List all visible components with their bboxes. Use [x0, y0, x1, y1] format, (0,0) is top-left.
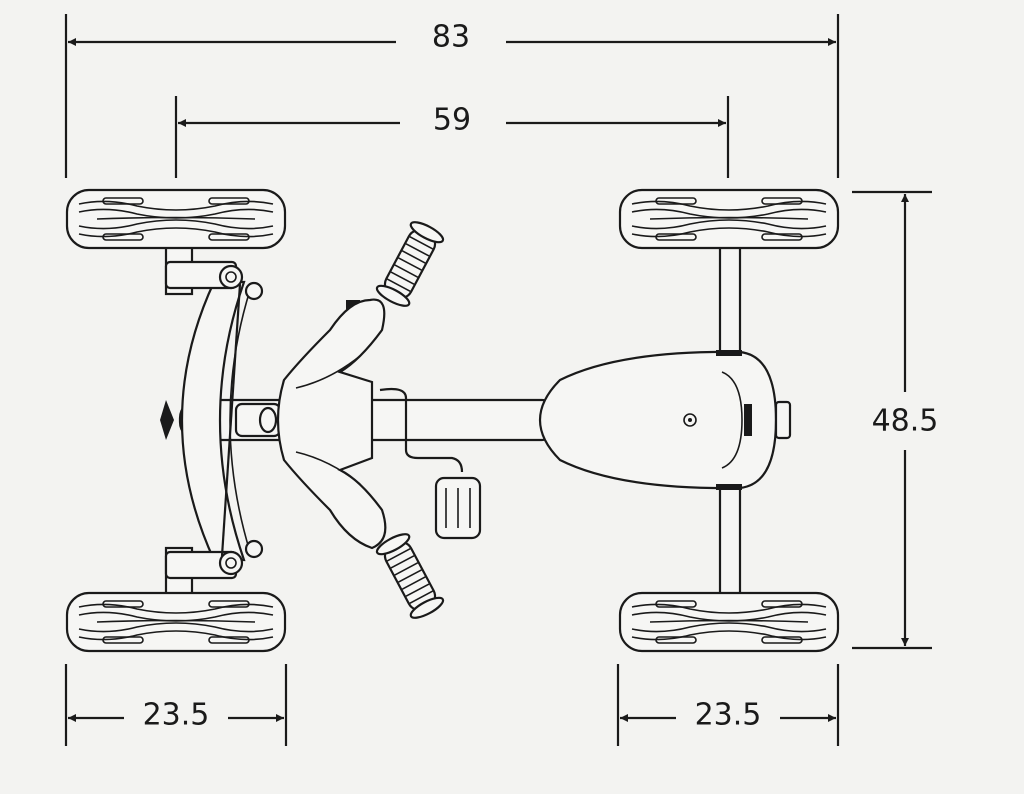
- steering-yoke: [276, 298, 387, 550]
- dimension-overall-length: 83: [64, 14, 840, 178]
- rear-left-tire: [618, 188, 840, 250]
- overall-width-label: 48.5: [872, 404, 939, 439]
- wheelbase-label: 59: [433, 103, 471, 138]
- dimension-overall-width: 48.5: [852, 190, 939, 650]
- dimension-wheelbase: 59: [174, 96, 730, 178]
- seat: [538, 350, 778, 490]
- dimension-front-wheel-width: 23.5: [64, 664, 288, 746]
- dimension-rear-wheel-width: 23.5: [616, 664, 840, 746]
- go-kart-drawing: [65, 188, 840, 653]
- rear-wheel-width-label: 23.5: [695, 698, 762, 733]
- front-left-tire: [65, 188, 287, 250]
- front-right-tire: [65, 591, 287, 653]
- rear-right-tire: [618, 591, 840, 653]
- front-wheel-width-label: 23.5: [143, 698, 210, 733]
- overall-length-label: 83: [432, 20, 470, 55]
